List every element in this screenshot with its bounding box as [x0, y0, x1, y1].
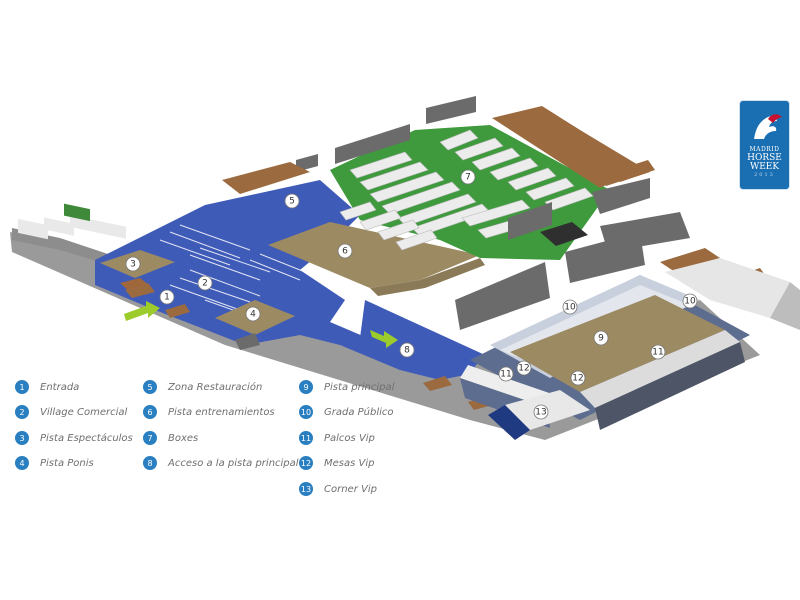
map-marker-label: 3: [130, 260, 136, 270]
map-marker-label: 11: [652, 348, 663, 358]
map-marker-label: 7: [465, 173, 471, 183]
map-marker-circle: [570, 370, 586, 386]
map-marker-label: 12: [518, 364, 529, 374]
map-marker-circle: [562, 299, 578, 315]
map-marker-label: 8: [404, 346, 410, 356]
map-marker-circle: [460, 169, 476, 185]
map-marker-circle: [682, 293, 698, 309]
logo-line-2: HORSE: [747, 153, 782, 163]
left-tents: [12, 203, 126, 268]
map-marker-label: 12: [572, 374, 583, 384]
map-marker-circle: [197, 275, 213, 291]
map-marker-circle: [593, 330, 609, 346]
village-stalls: [159, 224, 311, 326]
perimeter-walls: [296, 96, 690, 330]
map-marker-label: 2: [202, 279, 208, 289]
training-arena-floor: [268, 222, 480, 288]
map-marker-label: 6: [342, 247, 348, 257]
map-marker-label: 1: [164, 293, 170, 303]
map-marker-circle: [498, 366, 514, 382]
map-marker-circle: [533, 404, 549, 420]
map-marker-label: 10: [684, 297, 696, 307]
access-corridor-floor: [360, 300, 485, 375]
logo-line-4: 2013: [754, 172, 775, 178]
map-marker-label: 5: [289, 197, 295, 207]
logo-line-1: MADRID: [749, 146, 780, 153]
logo-line-3: WEEK: [749, 162, 780, 172]
gate-structure: [540, 222, 588, 246]
map-marker-circle: [337, 243, 353, 259]
map-marker-circle: [125, 256, 141, 272]
map-marker-circle: [399, 342, 415, 358]
map-marker-label: 4: [250, 310, 256, 320]
stable-tents: [339, 129, 594, 251]
madrid-horse-week-logo: MADRID HORSE WEEK 2013: [740, 101, 789, 189]
map-marker-circle: [159, 289, 175, 305]
map-marker-circle: [284, 193, 300, 209]
horse-head-icon: [754, 114, 782, 139]
map-marker-circle: [650, 344, 666, 360]
entrance-arrow: [124, 301, 160, 321]
roof-buildings: [125, 106, 780, 410]
hospitality-building: [665, 258, 790, 318]
main-arena-floor: [510, 295, 725, 392]
map-marker-label: 10: [564, 303, 576, 313]
map-marker-circle: [245, 306, 261, 322]
access-arrow: [370, 330, 398, 348]
map-marker-label: 9: [598, 334, 604, 344]
map-marker-circle: [516, 360, 532, 376]
main-floor: [95, 180, 480, 380]
main-stadium: [460, 275, 750, 430]
map-marker-label: 13: [535, 408, 546, 418]
show-arena-block: [120, 278, 150, 292]
map-marker-label: 11: [500, 370, 511, 380]
